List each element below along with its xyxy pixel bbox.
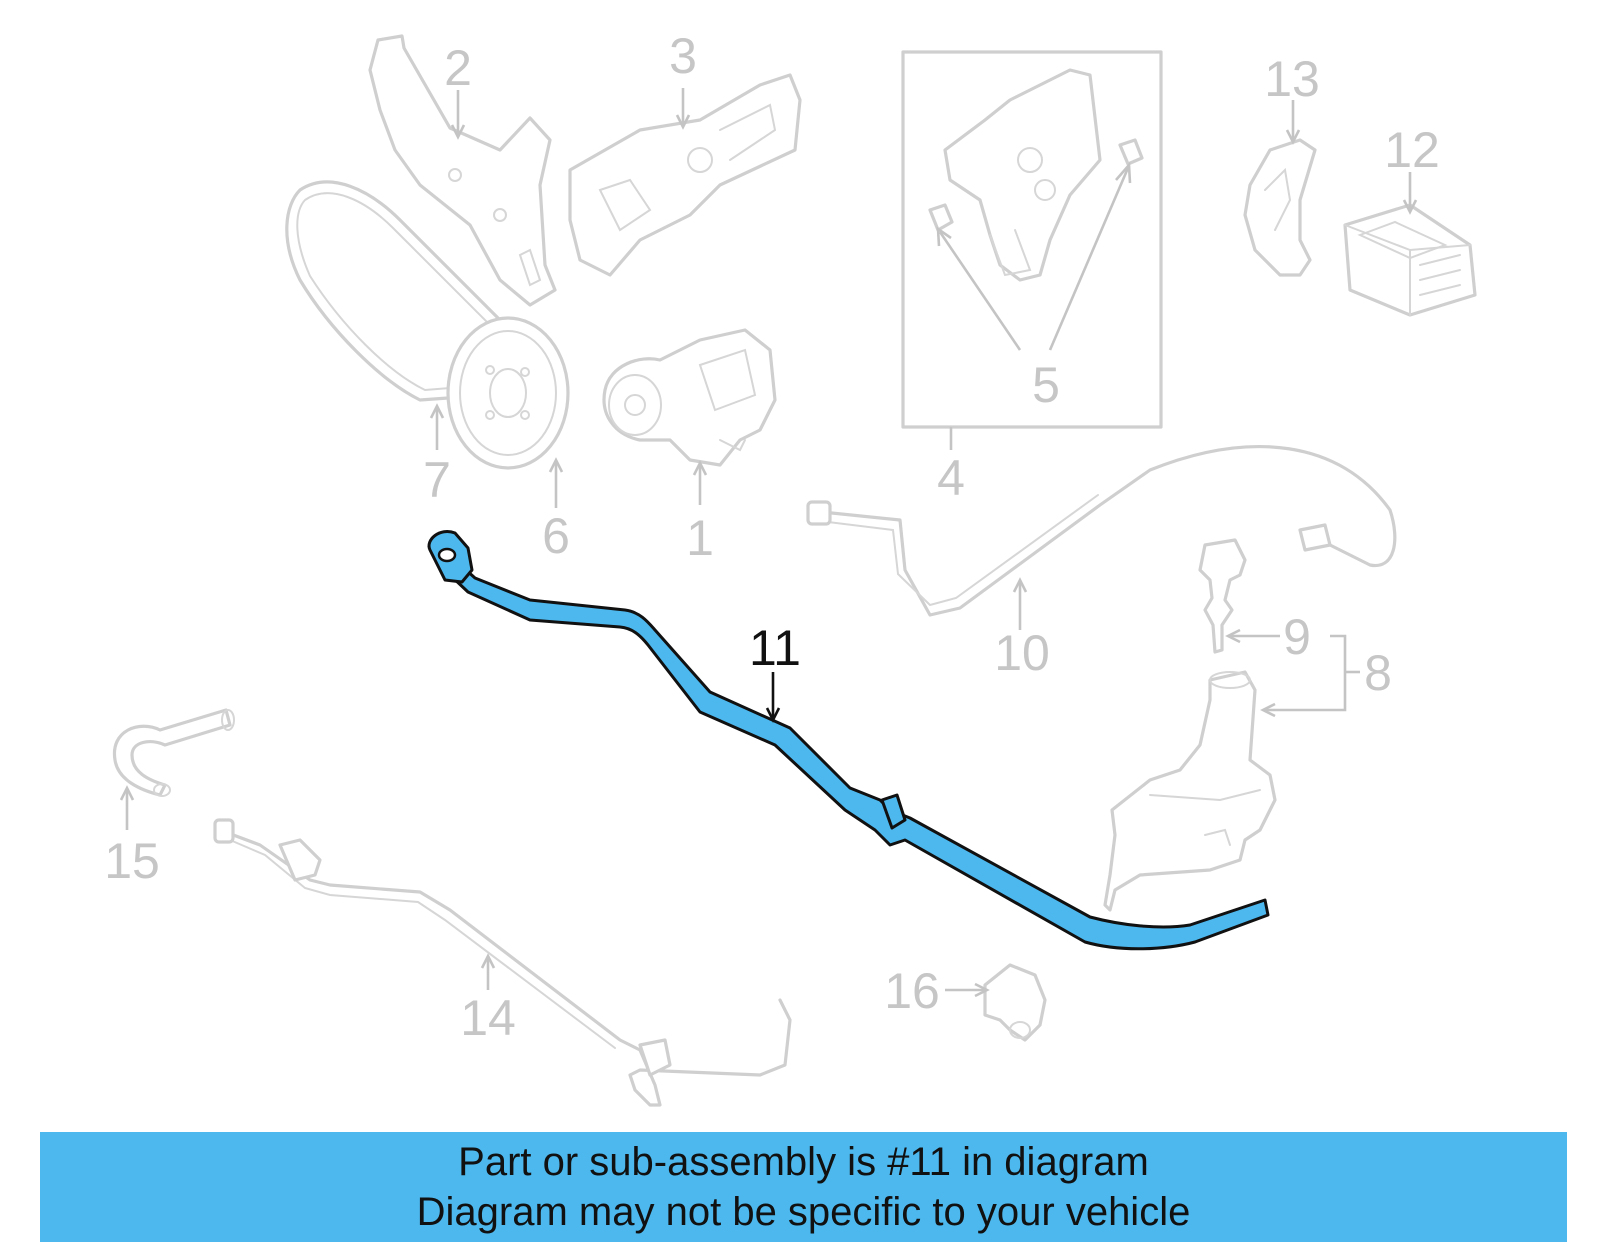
part-16-clip [983, 963, 1047, 1042]
callout-11: 11 [749, 620, 801, 676]
leader-10 [1012, 577, 1028, 630]
part-11-return-hose [427, 530, 1270, 951]
leader-5 [936, 161, 1132, 351]
part-10-hose [806, 445, 1397, 617]
part-3-pump-bracket [568, 73, 802, 277]
callout-7: 7 [423, 452, 451, 508]
callout-16: 16 [884, 963, 940, 1019]
callout-4: 4 [937, 450, 965, 506]
part-13-bracket [1243, 138, 1317, 277]
callout-14: 14 [460, 990, 516, 1046]
leader-12 [1402, 172, 1418, 215]
leader-7 [429, 403, 445, 450]
callout-15: 15 [104, 833, 160, 889]
callout-1: 1 [686, 510, 714, 566]
leader-11 [765, 672, 781, 723]
callout-13: 13 [1264, 51, 1320, 107]
part-12-module [1343, 203, 1477, 317]
callout-6: 6 [542, 508, 570, 564]
leader-3 [675, 88, 691, 130]
leader-16 [945, 982, 990, 998]
leader-9-8 [1225, 628, 1360, 718]
part-2-bracket [368, 34, 557, 307]
part-14-line [213, 818, 792, 1107]
callout-3: 3 [669, 28, 697, 84]
callout-9: 9 [1283, 609, 1311, 665]
callout-2: 2 [444, 40, 472, 96]
part-8-reservoir [1103, 670, 1277, 912]
part-6-pulley [446, 316, 570, 470]
callout-8: 8 [1364, 645, 1392, 701]
part-4-bracket-kit [901, 50, 1163, 429]
banner-line-disclaimer: Diagram may not be specific to your vehi… [416, 1190, 1191, 1234]
leader-6 [548, 457, 564, 508]
callout-5: 5 [1032, 357, 1060, 413]
part-1-pump [602, 328, 777, 467]
part-15-hose [112, 708, 235, 797]
leader-1 [692, 460, 708, 505]
part-9-cap [1198, 538, 1247, 654]
leader-2 [450, 90, 466, 140]
callout-10: 10 [994, 625, 1050, 681]
leader-15 [119, 785, 135, 830]
leader-14 [480, 953, 496, 990]
callout-12: 12 [1384, 122, 1440, 178]
part-7-belt [285, 180, 530, 402]
banner-line-part-number: Part or sub-assembly is #11 in diagram [458, 1140, 1149, 1184]
info-banner: Part or sub-assembly is #11 in diagram D… [40, 1132, 1567, 1242]
leader-13 [1285, 100, 1301, 145]
